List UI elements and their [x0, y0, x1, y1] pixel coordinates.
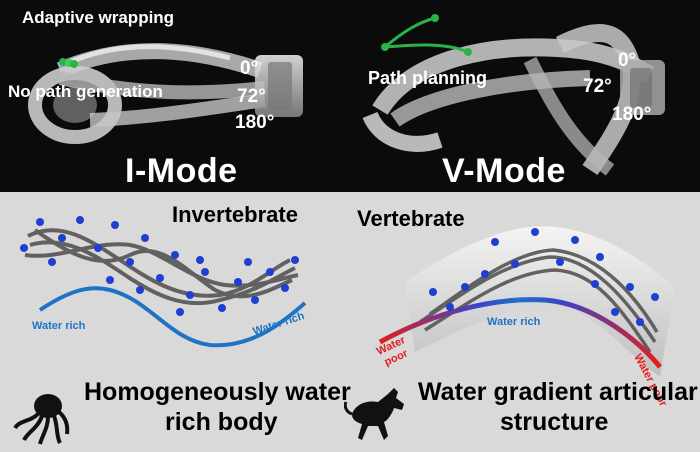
water-rich-center-label: Water rich [487, 316, 540, 328]
vertebrate-title: Vertebrate [357, 206, 465, 232]
angle-180-label: 180° [235, 112, 274, 134]
angle-72-label: 72° [237, 86, 266, 108]
path-planning-label: Path planning [368, 68, 487, 89]
invertebrate-caption-line1: Homogeneously water [84, 378, 351, 407]
water-rich-left-label: Water rich [32, 320, 85, 332]
v-mode-title: V-Mode [442, 152, 566, 191]
adaptive-wrapping-label: Adaptive wrapping [22, 8, 174, 28]
vertebrate-caption-line1: Water gradient articular [418, 378, 698, 407]
angle-72-label: 72° [583, 76, 612, 98]
angle-180-label: 180° [612, 104, 651, 126]
octopus-icon [10, 388, 70, 448]
vertebrate-caption-line2: structure [500, 408, 608, 437]
i-mode-title: I-Mode [125, 152, 238, 191]
angle-0-label: 0° [618, 50, 636, 72]
comparison-panel: Invertebrate Water rich Water rich [0, 192, 700, 452]
angle-0-label: 0° [240, 58, 258, 80]
invertebrate-caption-line2: rich body [165, 408, 278, 437]
v-mode-panel: Path planning 0° 72° 180° V-Mode [350, 0, 700, 192]
horse-icon [344, 384, 412, 448]
no-path-generation-label: No path generation [8, 82, 163, 102]
invertebrate-title: Invertebrate [172, 202, 298, 228]
i-mode-panel: Adaptive wrapping No path generation 0° … [0, 0, 350, 192]
